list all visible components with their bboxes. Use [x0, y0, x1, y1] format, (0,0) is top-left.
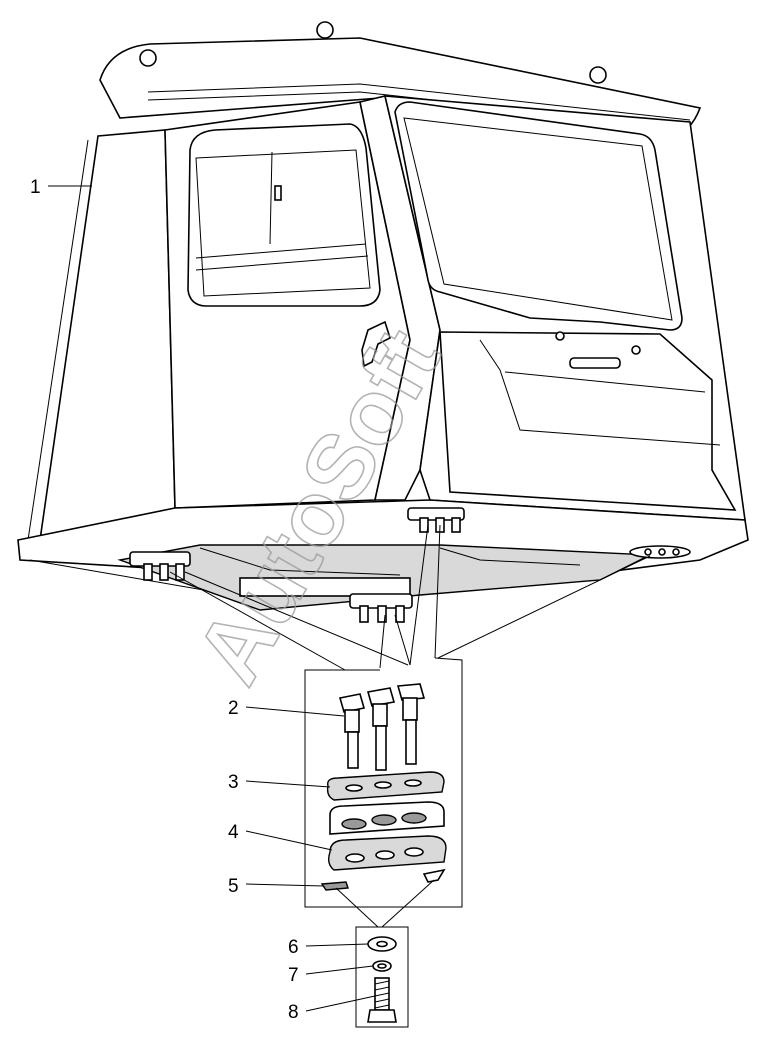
callout-leaders: [48, 185, 376, 1012]
cab-left-side: [39, 129, 176, 542]
callout-4: 4: [228, 822, 239, 843]
door-handle: [361, 320, 391, 368]
part-lock-washer: [372, 960, 392, 972]
front-dash-panel: [439, 331, 737, 511]
lifting-eye-right: [589, 66, 607, 84]
part-screw: [367, 977, 397, 1023]
part-plate: [326, 771, 445, 801]
part-shims: [320, 868, 446, 891]
callout-1: 1: [30, 177, 41, 198]
part-damper-plate: [327, 835, 447, 871]
lifting-eye-left: [139, 49, 157, 67]
front-window: [394, 101, 683, 331]
part-washer: [367, 936, 397, 952]
callout-8: 8: [288, 1002, 299, 1023]
part-rubber-pad: [329, 801, 445, 835]
mount-point-center: [349, 593, 413, 623]
lifting-eye-middle: [316, 21, 334, 39]
mount-point-left: [129, 551, 191, 581]
operator-cab: [17, 21, 749, 623]
door-window: [187, 123, 381, 307]
mount-point-right: [629, 545, 691, 559]
mount-leader-lines: [169, 524, 651, 908]
callout-2: 2: [228, 698, 239, 719]
callout-3: 3: [228, 772, 239, 793]
callout-7: 7: [288, 965, 299, 986]
callout-6: 6: [288, 937, 299, 958]
part-bolts: [338, 683, 426, 771]
fastener-leader-lines: [335, 879, 435, 1028]
callout-5: 5: [228, 876, 239, 897]
